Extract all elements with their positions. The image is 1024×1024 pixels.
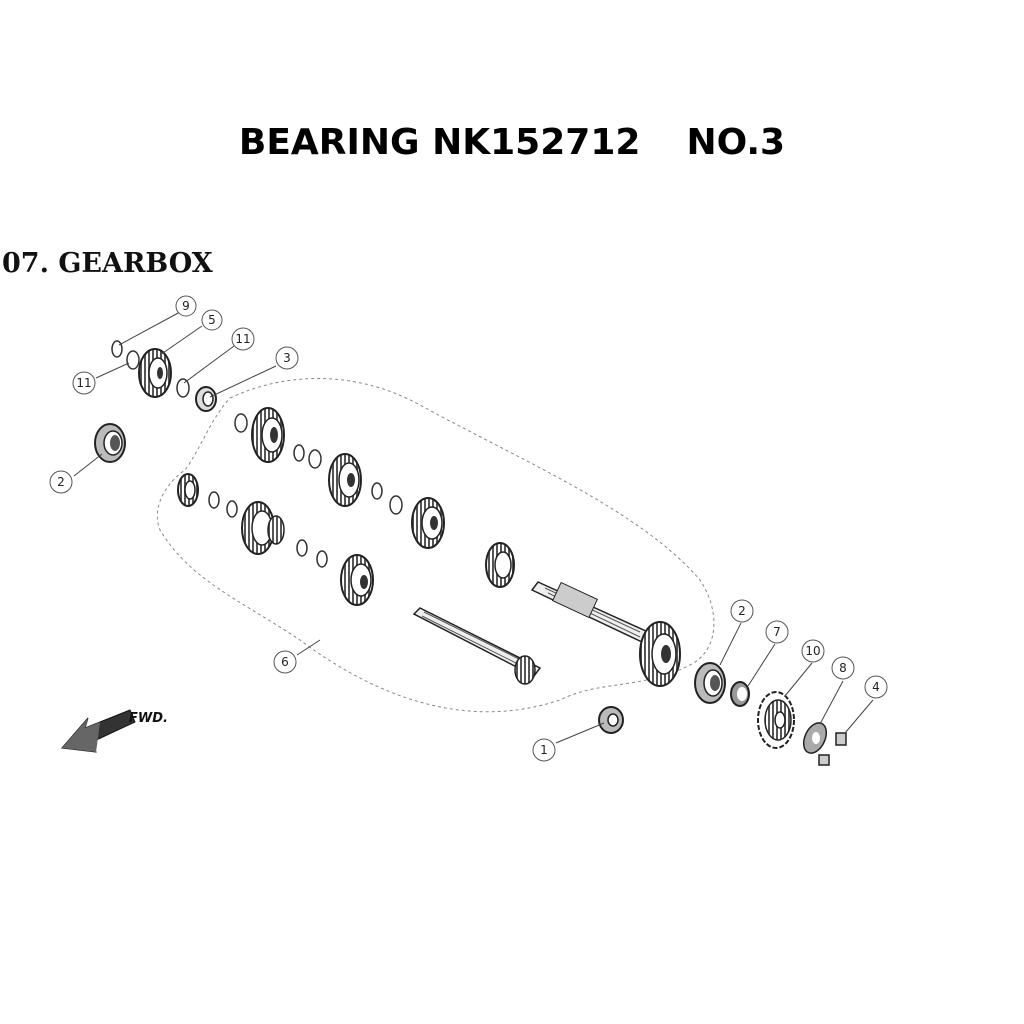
gear-lower-3 [340,554,374,606]
sprocket-part-10 [757,691,795,749]
svg-text:7: 7 [773,625,781,639]
callout-8: 8 [831,656,855,680]
callout-6: 6 [273,650,297,674]
callout-11-right: 11 [231,327,255,351]
callout-10: 10 [801,639,825,663]
bolt-part-4 [818,732,847,766]
washer-part-11-right [176,378,190,398]
callout-2-left: 2 [49,470,73,494]
svg-text:4: 4 [872,680,880,694]
ball-bearing-part-2-right [694,662,726,704]
svg-text:2: 2 [738,604,746,618]
callout-bubbles: 9 5 11 11 3 2 6 1 2 7 10 8 4 [49,295,888,762]
callout-9: 9 [175,295,197,317]
svg-text:2: 2 [57,475,65,489]
callout-11-left: 11 [72,371,96,395]
washer-part-11-left [126,350,140,370]
circlip-part-9 [111,340,123,358]
ball-bearing-part-2-left [94,423,126,463]
svg-text:10: 10 [805,644,820,658]
callout-2-right: 2 [730,599,754,623]
main-shaft [530,581,681,687]
svg-text:3: 3 [283,351,291,365]
forward-arrow-icon: FWD. [61,709,168,753]
gear-upper-1 [251,407,285,463]
direction-label: FWD. [129,711,168,726]
gear-part-5 [138,348,172,398]
svg-text:6: 6 [281,655,289,669]
svg-text:8: 8 [839,661,847,675]
gear-lower-1 [177,473,199,507]
assembly-outline [156,378,715,713]
callout-4: 4 [864,675,888,699]
svg-text:11: 11 [235,332,250,346]
callout-leaders [73,311,874,744]
callout-1: 1 [532,738,556,762]
gear-lower-2 [241,501,285,555]
callout-5: 5 [201,309,223,331]
svg-text:9: 9 [182,299,190,313]
part-number: NO.3 [686,122,786,163]
countershaft [412,607,542,685]
nut-part-1 [598,706,624,734]
lock-plate-part-8 [802,722,828,754]
svg-text:11: 11 [76,376,91,390]
needle-bearing-part-3 [195,386,217,412]
part-name: BEARING NK152712 [238,122,641,163]
callout-3: 3 [275,346,299,370]
oil-seal-part-7 [730,681,750,707]
svg-text:1: 1 [540,743,548,757]
section-title: 07. GEARBOX [2,248,213,279]
page-title: BEARING NK152712 NO.3 [0,122,1024,163]
gear-middle [485,542,515,588]
svg-text:5: 5 [208,313,216,327]
callout-7: 7 [765,620,789,644]
gear-upper-3 [411,497,445,549]
gear-upper-2 [328,453,362,507]
